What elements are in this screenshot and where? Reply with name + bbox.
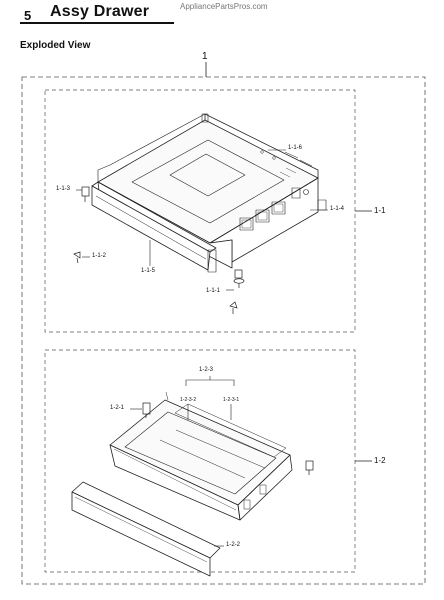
watermark: AppliancePartsPros.com (180, 2, 268, 11)
screw-part-1-1-2 (73, 251, 81, 264)
callout-1-1-5: 1-1-5 (141, 268, 156, 274)
callout-1-1-2: 1-1-2 (92, 253, 107, 259)
callout-1-1: 1-1 (374, 206, 386, 215)
callout-1-1-1: 1-1-1 (206, 288, 221, 294)
drawer-body-drawing (109, 391, 293, 521)
callout-1-2: 1-2 (374, 456, 386, 465)
glide-part-1-1-3 (81, 186, 90, 202)
callout-1-2-3-2: 1-2-3-2 (180, 397, 197, 403)
callout-1-2-2: 1-2-2 (226, 542, 241, 548)
view-title: Exploded View (20, 40, 91, 51)
callout-1-2-1: 1-2-1 (110, 405, 125, 411)
callout-1-1-4: 1-1-4 (330, 206, 345, 212)
callout-1-2-3-1: 1-2-3-1 (223, 397, 240, 403)
drawer-housing-drawing (91, 113, 327, 273)
title-underline (20, 22, 174, 24)
drawer-front-panel (71, 481, 221, 577)
clip-part-bottom (229, 301, 238, 314)
callout-1-2-3: 1-2-3 (199, 367, 214, 373)
bracket-part-1-2-1 (142, 402, 151, 418)
outer-frame (21, 76, 426, 585)
page-title: Assy Drawer (50, 3, 150, 20)
callout-1-1-6: 1-1-6 (288, 145, 303, 151)
section-number: 5 (24, 8, 32, 23)
callout-1-1-3: 1-1-3 (56, 186, 71, 192)
foot-part-1-1-1 (233, 269, 245, 288)
leader-1-2-3-bracket (185, 379, 235, 386)
clip-part-right (305, 460, 314, 475)
callout-1: 1 (202, 51, 208, 62)
